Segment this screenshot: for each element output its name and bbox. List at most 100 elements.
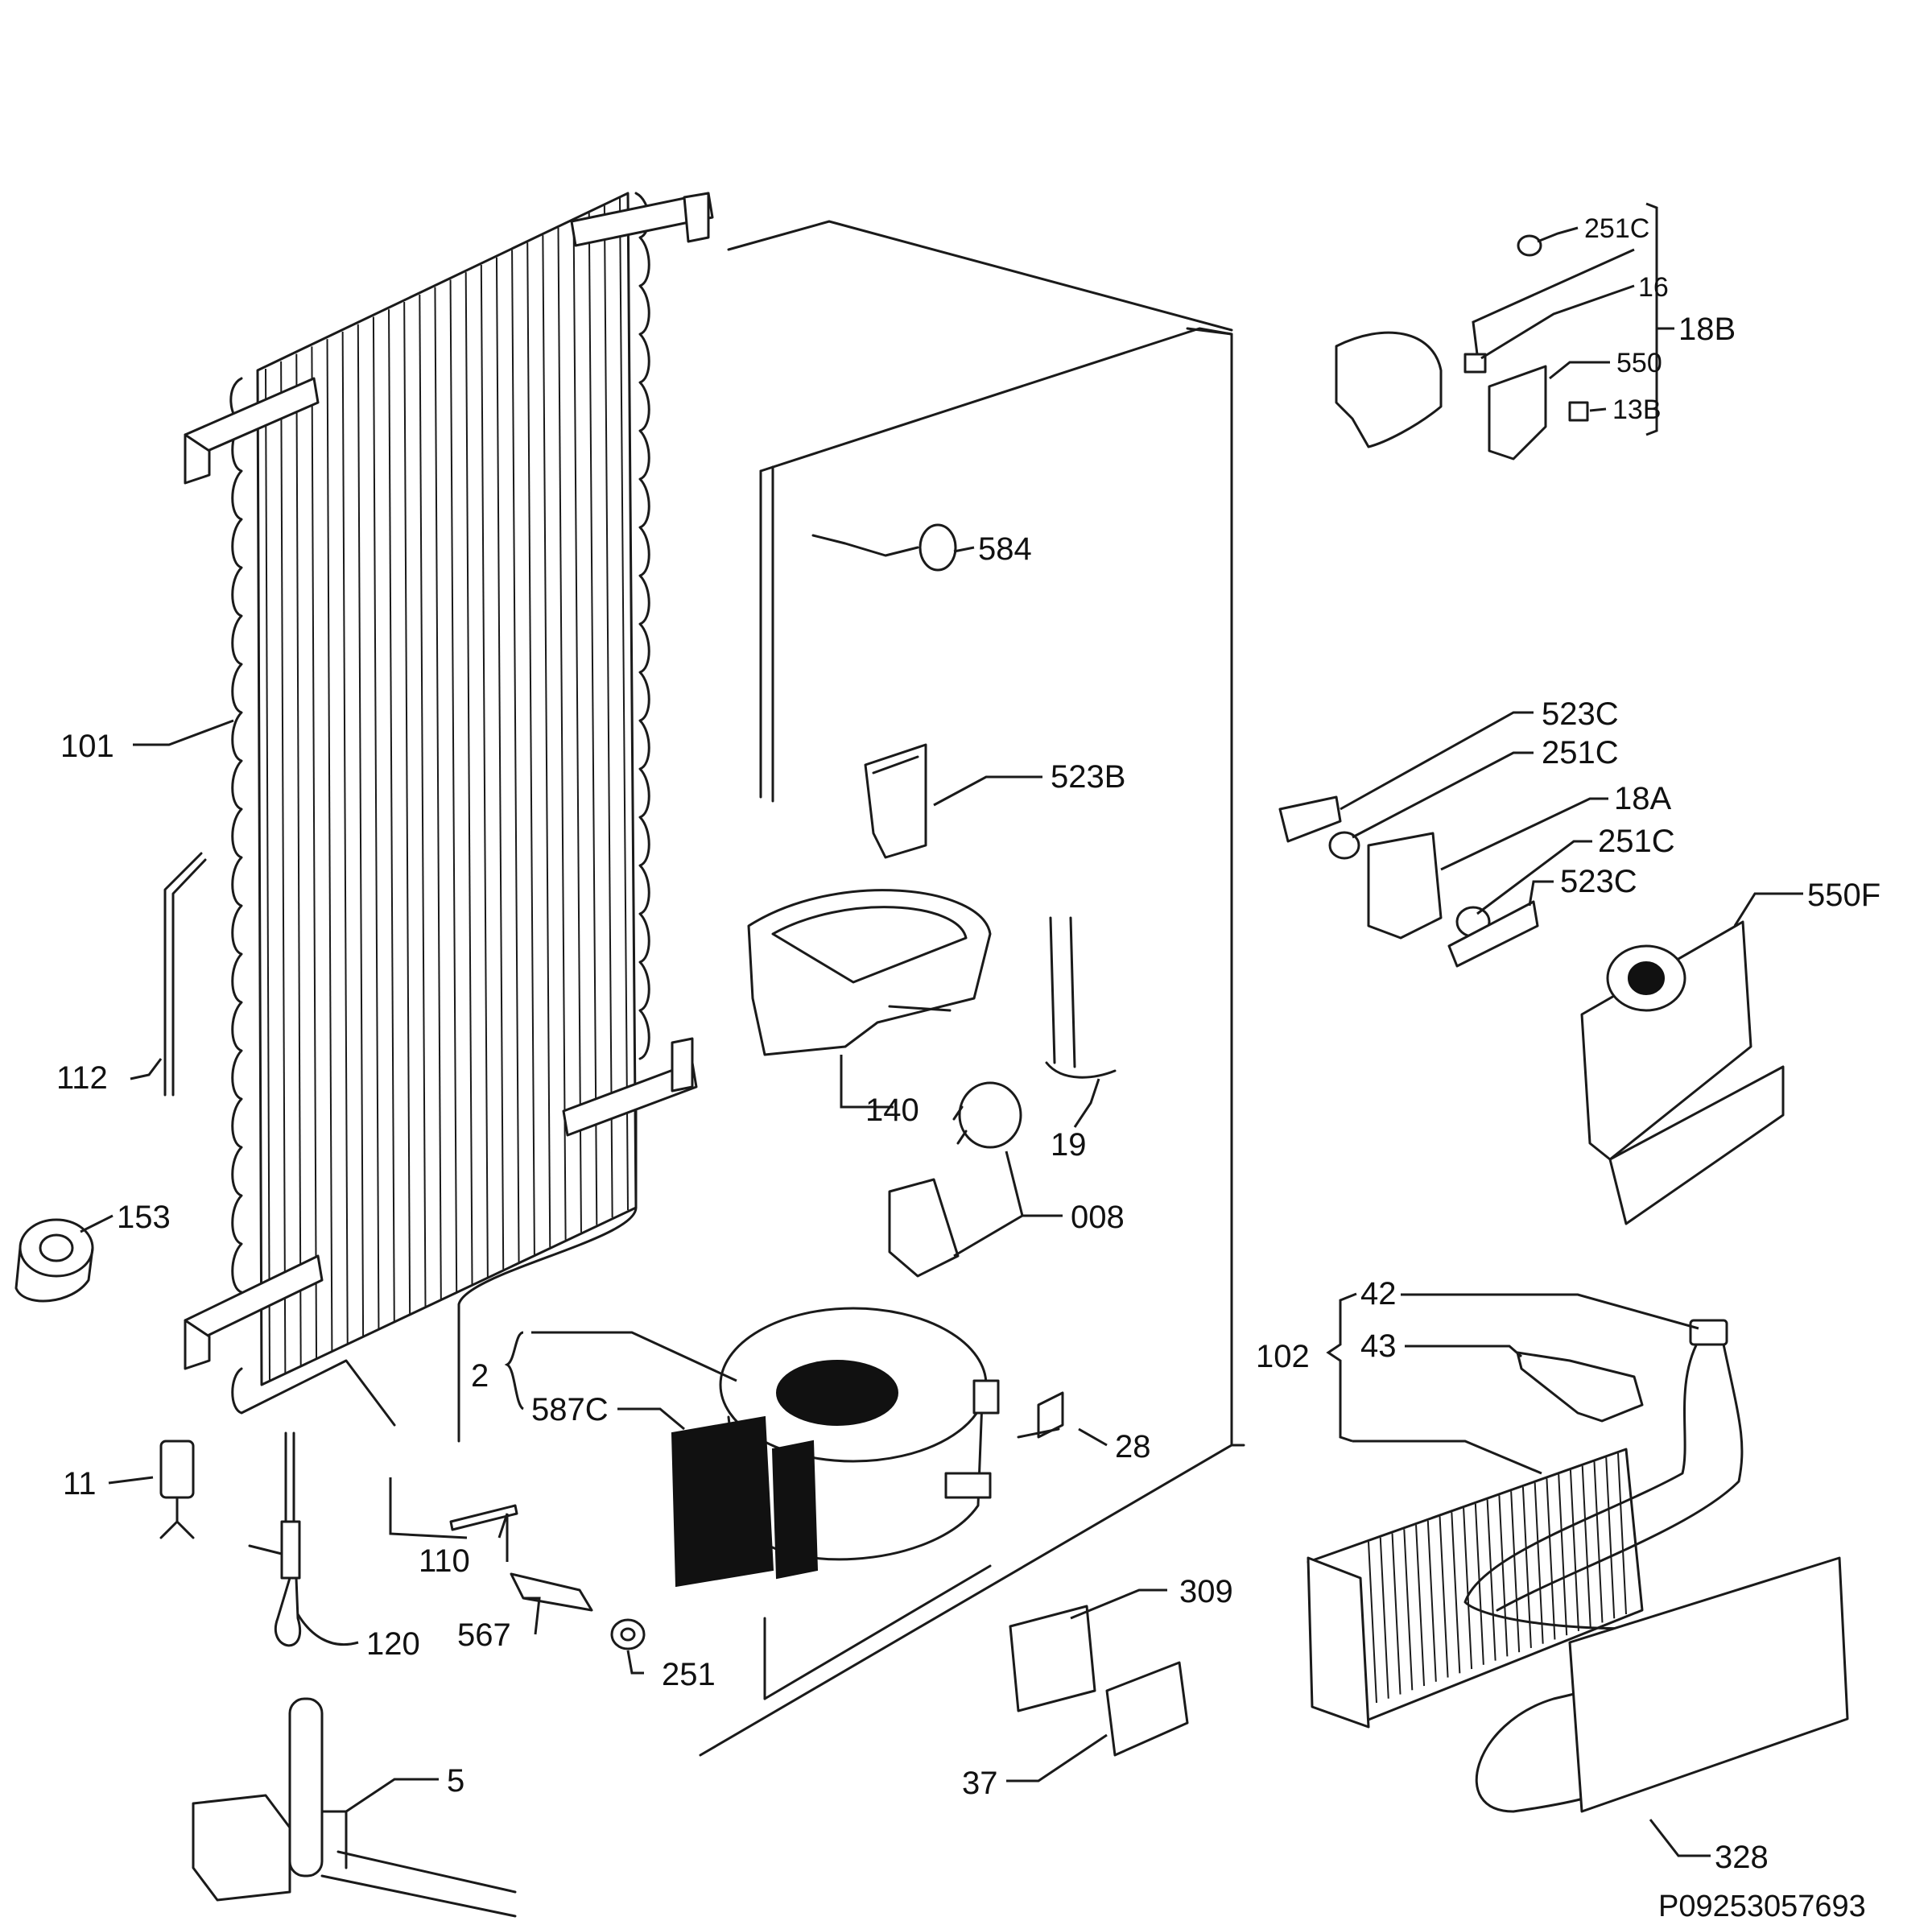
drain-heater	[248, 1431, 301, 1647]
evaporator-fin	[1426, 1520, 1437, 1682]
evaporator-fin	[1415, 1524, 1426, 1687]
condenser-wire	[603, 205, 613, 1218]
label-567: 567	[457, 1617, 511, 1653]
condenser-wire	[526, 242, 535, 1255]
evaporator-fin	[1605, 1457, 1616, 1619]
condenser-wire	[495, 257, 505, 1270]
evaporator-fin	[1534, 1482, 1544, 1644]
condenser	[184, 192, 714, 1443]
condenser-wire	[326, 339, 333, 1352]
temperature-sensor	[811, 523, 957, 572]
label-523C-b: 523C	[1560, 864, 1637, 899]
label-43: 43	[1360, 1328, 1397, 1364]
capillary-tube	[163, 852, 207, 1097]
label-2: 2	[471, 1358, 489, 1394]
label-112: 112	[56, 1060, 108, 1096]
evaporator-fin	[1510, 1491, 1521, 1653]
fan-cover-panel	[1580, 920, 1785, 1225]
label-251C-b: 251C	[1598, 824, 1675, 859]
evaporator-fin	[1558, 1474, 1568, 1636]
evaporator-fin	[1593, 1461, 1604, 1623]
condenser-wire	[388, 309, 395, 1322]
condenser-wire	[419, 294, 427, 1307]
dryer-filter-solenoid	[192, 1697, 517, 1918]
condenser-wire	[588, 213, 598, 1225]
condenser-wire	[557, 227, 567, 1240]
evaporator-fin	[1368, 1541, 1377, 1704]
evaporator-fin	[1581, 1465, 1591, 1627]
label-11: 11	[63, 1466, 97, 1502]
grommet	[14, 1218, 94, 1303]
condenser-wire	[511, 250, 520, 1262]
condenser-wire	[572, 220, 582, 1233]
condenser-wire	[434, 287, 442, 1299]
compressor	[719, 1307, 1000, 1561]
label-18B: 18B	[1678, 312, 1736, 347]
evaporator-fin	[1546, 1478, 1556, 1640]
label-28: 28	[1115, 1429, 1151, 1464]
label-37: 37	[962, 1766, 998, 1801]
evaporator-fin	[1474, 1503, 1484, 1665]
evaporator-fin	[1403, 1529, 1414, 1691]
evaporator-fin	[1498, 1495, 1509, 1657]
condenser-wire	[311, 346, 318, 1359]
label-550F: 550F	[1807, 878, 1880, 913]
condenser-wire	[542, 235, 551, 1248]
label-523C-a: 523C	[1542, 696, 1619, 732]
label-251C-top: 251C	[1584, 213, 1649, 244]
label-523B: 523B	[1051, 759, 1125, 795]
label-18A: 18A	[1614, 781, 1671, 816]
evaporator-fin	[1486, 1499, 1496, 1661]
leader-lines	[80, 202, 1803, 1857]
control-boards	[1009, 1605, 1189, 1757]
label-42: 42	[1360, 1276, 1397, 1312]
condenser-wire	[265, 368, 270, 1382]
condenser-wire	[372, 316, 380, 1329]
label-120: 120	[366, 1626, 420, 1662]
label-140: 140	[865, 1093, 919, 1128]
label-550: 550	[1616, 348, 1662, 378]
part-labels: 101 112 153 11 120 110 567 251 5 2 587C …	[56, 213, 1880, 1923]
evaporator	[1307, 1319, 1849, 1813]
label-008: 008	[1071, 1200, 1125, 1235]
label-19: 19	[1051, 1127, 1087, 1163]
service-valve	[159, 1440, 195, 1539]
label-251C-a: 251C	[1542, 735, 1619, 770]
cabinet-body	[699, 220, 1245, 1757]
clip	[1017, 1391, 1064, 1439]
label-309: 309	[1179, 1574, 1233, 1609]
label-251: 251	[662, 1657, 716, 1692]
label-584: 584	[978, 531, 1032, 567]
label-16: 16	[1638, 272, 1669, 303]
evaporator-fins	[1368, 1452, 1627, 1704]
condenser-wire	[480, 264, 489, 1277]
label-102: 102	[1256, 1339, 1310, 1374]
braces	[504, 1331, 525, 1411]
mounting-parts	[449, 1504, 646, 1650]
condenser-wire	[449, 279, 458, 1292]
label-101: 101	[60, 729, 114, 764]
condenser-wire	[341, 331, 349, 1344]
condenser-wire	[464, 272, 473, 1285]
label-587C: 587C	[531, 1392, 609, 1427]
evaporator-fin	[1391, 1533, 1402, 1695]
label-13B: 13B	[1612, 395, 1662, 425]
drawing-code: P09253057693	[1658, 1890, 1866, 1923]
label-153: 153	[117, 1200, 171, 1235]
evaporator-fin	[1379, 1537, 1389, 1699]
thermal-protector	[888, 1081, 1022, 1278]
label-110: 110	[419, 1543, 470, 1579]
bracket-523b	[864, 743, 927, 859]
condenser-wire	[403, 302, 411, 1315]
condenser-wire-grid	[265, 197, 629, 1382]
evaporator-fin	[1463, 1508, 1473, 1670]
fan-assembly	[1278, 795, 1539, 968]
evaporator-fin	[1439, 1516, 1449, 1678]
defrost-heater	[1045, 916, 1117, 1079]
thermostat-housing	[1335, 234, 1589, 461]
evaporator-fin	[1569, 1469, 1579, 1632]
condenser-wire	[280, 361, 287, 1374]
condenser-wire	[357, 324, 365, 1336]
evaporator-fin	[1617, 1452, 1627, 1615]
